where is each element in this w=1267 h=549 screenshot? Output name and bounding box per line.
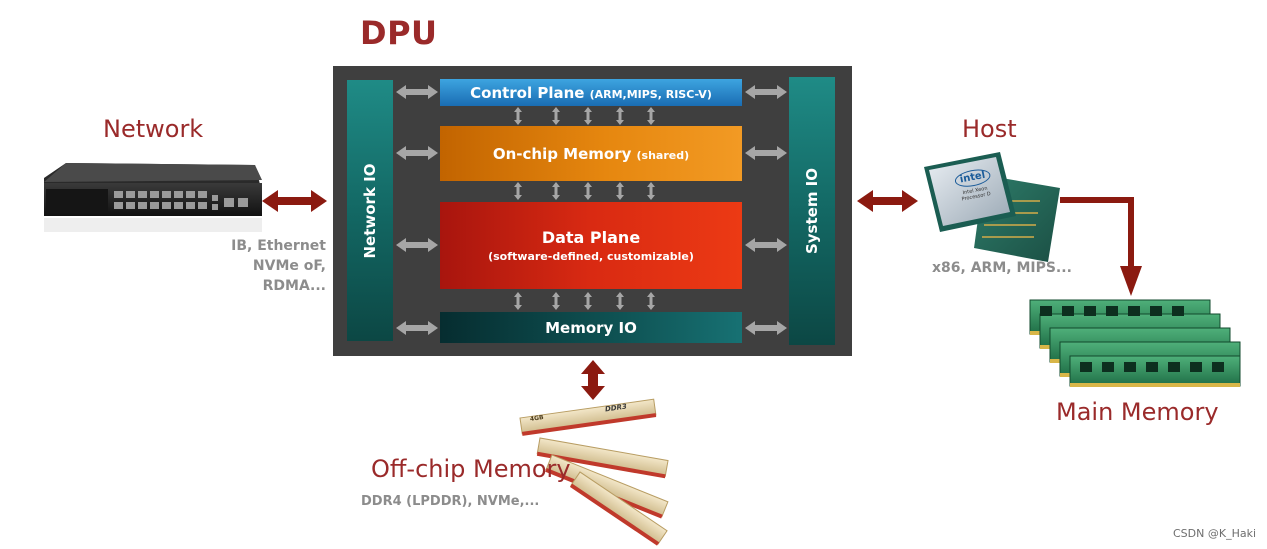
dpu-offchip-arrow [581,360,605,400]
control-plane-sub: (ARM,MIPS, RISC-V) [589,88,712,101]
memory-io-block: Memory IO [440,312,742,343]
gray-arrow [396,146,438,160]
gray-arrows-left [396,85,438,335]
vertical-arrows [514,107,655,310]
memory-io-label: Memory IO [545,318,637,337]
host-description: x86, ARM, MIPS... [932,260,1072,276]
gray-arrow [745,85,787,99]
network-switch-icon [44,163,262,232]
gray-arrow [745,146,787,160]
gray-arrow [396,321,438,335]
gray-arrow [396,238,438,252]
dpu-title: DPU [360,14,438,52]
network-dpu-arrow [262,190,327,212]
system-io-bar: System IO [789,77,835,345]
vertical-arrow-row-3 [514,292,655,310]
network-desc-line1: IB, Ethernet [231,238,326,254]
network-desc-line2: NVMe oF, RDMA... [252,258,326,294]
gray-arrow [396,85,438,99]
dpu-host-arrow [857,190,918,212]
onchip-memory-block: On-chip Memory (shared) [440,126,742,181]
control-plane-block: Control Plane (ARM,MIPS, RISC-V) [440,79,742,106]
data-plane-sub: (software-defined, customizable) [488,250,694,263]
main-memory-title: Main Memory [1056,398,1219,426]
vertical-arrow-row-2 [514,182,655,200]
network-title: Network [103,115,204,143]
gray-arrow [745,321,787,335]
network-io-bar: Network IO [347,80,393,341]
data-plane-label: Data Plane [541,228,641,247]
onchip-memory-sub: (shared) [636,149,690,162]
main-memory-ram-icon [1029,299,1241,387]
network-description: IB, Ethernet NVMe oF, RDMA... [190,236,326,296]
watermark: CSDN @K_Haki [1173,527,1257,540]
offchip-memory-description: DDR4 (LPDDR), NVMe,... [361,494,540,509]
gray-arrows-right [745,85,787,335]
onchip-memory-label: On-chip Memory [492,145,632,163]
vertical-arrow-row-1 [514,107,655,125]
gray-arrow [745,238,787,252]
control-plane-label: Control Plane [470,84,585,102]
offchip-memory-title: Off-chip Memory [371,455,571,483]
red-arrows [262,190,918,400]
host-mainmem-arrow [1060,197,1142,296]
offchip-ram-icon [519,398,669,546]
host-cpu-icon [924,152,1060,262]
host-title: Host [962,115,1017,143]
data-plane-block: Data Plane (software-defined, customizab… [440,202,742,289]
